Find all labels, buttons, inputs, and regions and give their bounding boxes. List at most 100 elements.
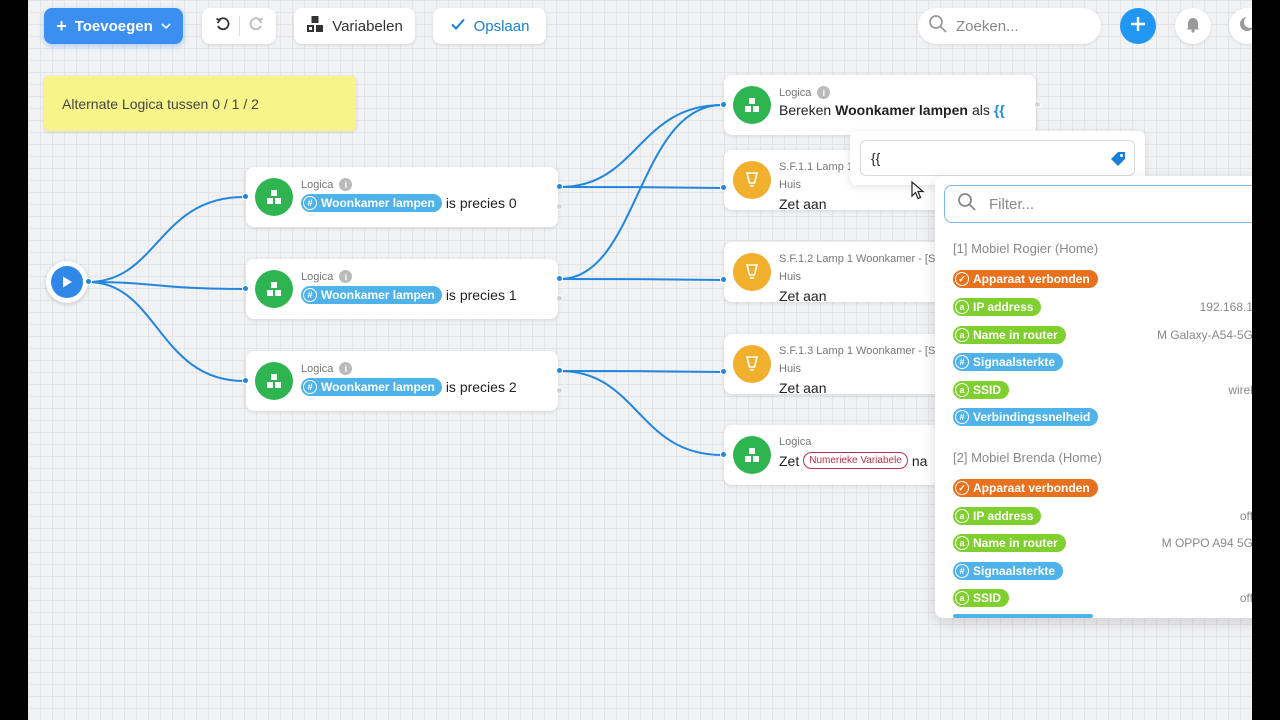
info-icon[interactable]: i xyxy=(339,178,353,191)
node-action: Zet aan xyxy=(779,380,827,396)
node-subtitle: Huis xyxy=(779,363,802,375)
node-title: Logica xyxy=(779,86,812,99)
list-item[interactable]: #Signaalsterkte xyxy=(953,352,1252,372)
lamp-node-3[interactable]: S.F.1.3 Lamp 1 Woonkamer - [S] Huis Zet … xyxy=(724,334,954,396)
node-action: Zet aan xyxy=(779,196,827,212)
output-port-true[interactable] xyxy=(556,183,563,190)
variable-tag[interactable]: # Woonkamer lampen xyxy=(301,194,442,212)
property-label: IP address xyxy=(973,509,1034,523)
variables-icon xyxy=(306,15,324,37)
search-input[interactable]: Zoeken... xyxy=(918,8,1101,44)
redo-icon[interactable] xyxy=(248,16,264,36)
node-braces: {{ xyxy=(993,102,1005,118)
output-port[interactable] xyxy=(85,278,92,285)
info-icon[interactable]: i xyxy=(339,362,353,375)
input-port[interactable] xyxy=(720,276,727,283)
token-input[interactable]: {{ xyxy=(860,140,1135,176)
token-input-value: {{ xyxy=(871,150,881,166)
node-text-prefix: Bereken xyxy=(779,102,832,118)
input-port[interactable] xyxy=(720,184,727,191)
filter-input[interactable]: Filter... xyxy=(944,185,1252,223)
lamp-node-2[interactable]: S.F.1.2 Lamp 1 Woonkamer - [S] Huis Zet … xyxy=(724,242,954,304)
property-value: off xyxy=(1239,509,1252,523)
node-title: S.F.1.1 Lamp 1 xyxy=(779,161,853,173)
output-port-false[interactable] xyxy=(556,295,563,302)
input-port[interactable] xyxy=(242,193,249,200)
output-port-false[interactable] xyxy=(556,203,563,210)
search-icon xyxy=(957,192,977,216)
sticky-note[interactable]: Alternate Logica tussen 0 / 1 / 2 xyxy=(44,76,356,131)
sticky-note-text: Alternate Logica tussen 0 / 1 / 2 xyxy=(62,95,259,112)
property-label: SSID xyxy=(973,591,1002,605)
info-icon[interactable]: i xyxy=(817,86,831,99)
output-port-false[interactable] xyxy=(556,387,563,394)
check-icon: ✓ xyxy=(955,481,969,495)
property-label: Name in router xyxy=(973,536,1058,550)
logic-icon xyxy=(255,362,293,400)
list-item[interactable]: #Signaalsterkte xyxy=(953,561,1252,581)
node-condition: is precies 2 xyxy=(445,379,517,395)
output-port-true[interactable] xyxy=(556,275,563,282)
input-port[interactable] xyxy=(720,368,727,375)
text-type-icon: a xyxy=(955,383,969,397)
undo-icon[interactable] xyxy=(215,16,231,36)
text-type-icon: a xyxy=(955,300,969,314)
list-item[interactable]: ✓ Apparaat verbonden xyxy=(953,478,1252,498)
hash-icon: # xyxy=(303,380,317,394)
input-port[interactable] xyxy=(720,101,727,108)
number-type-icon: # xyxy=(955,355,969,369)
search-placeholder: Zoeken... xyxy=(956,17,1019,35)
add-button[interactable]: + Toevoegen xyxy=(44,8,183,44)
input-port[interactable] xyxy=(242,285,249,292)
node-subtitle: Huis xyxy=(779,271,802,283)
output-port-true[interactable] xyxy=(556,367,563,374)
device-group-title: [2] Mobiel Brenda (Home) xyxy=(953,450,1102,465)
property-chip: #Signaalsterkte xyxy=(953,562,1064,580)
node-title: Logica xyxy=(779,436,812,448)
create-button[interactable] xyxy=(1120,8,1156,44)
lightbulb-icon xyxy=(733,345,771,383)
mouse-cursor-icon xyxy=(911,180,925,206)
set-variable-node[interactable]: Logica Zet Numerieke Variabele na xyxy=(724,425,954,485)
notifications-button[interactable] xyxy=(1175,8,1211,44)
start-trigger-node[interactable] xyxy=(46,261,88,303)
variable-tag[interactable]: #Woonkamer lampen xyxy=(301,378,442,396)
tag-icon[interactable] xyxy=(1110,151,1126,170)
property-value: 192.168.1 xyxy=(1199,300,1252,314)
input-port[interactable] xyxy=(720,451,727,458)
variable-tag-label: Woonkamer lampen xyxy=(321,196,435,210)
variables-button[interactable]: Variabelen xyxy=(294,8,415,44)
hash-icon: # xyxy=(303,196,317,210)
token-dropdown: Filter... [1] Mobiel Rogier (Home) ✓Appa… xyxy=(935,176,1252,618)
node-title: S.F.1.3 Lamp 1 Woonkamer - [S] xyxy=(779,345,939,357)
variable-tag[interactable]: #Woonkamer lampen xyxy=(301,286,442,304)
property-label: Name in router xyxy=(973,328,1058,342)
property-label: Apparaat verbonden xyxy=(973,481,1090,495)
numeric-variable-tag[interactable]: Numerieke Variabele xyxy=(803,452,908,469)
info-icon[interactable]: i xyxy=(339,270,353,283)
list-item[interactable]: #Verbindingssnelheid xyxy=(953,407,1252,427)
save-button[interactable]: Opslaan xyxy=(433,8,546,44)
theme-toggle-button[interactable] xyxy=(1229,8,1252,44)
divider xyxy=(238,16,240,36)
node-condition: is precies 1 xyxy=(445,287,517,303)
flow-canvas[interactable]: + Toevoegen Variabelen Opslaan Zoeken... xyxy=(28,0,1252,720)
node-action: Zet aan xyxy=(779,288,827,304)
node-title: Logica xyxy=(301,178,334,191)
input-port[interactable] xyxy=(242,377,249,384)
output-port[interactable] xyxy=(1034,101,1041,108)
logic-icon xyxy=(255,178,293,216)
list-item[interactable]: ✓Apparaat verbonden xyxy=(953,269,1252,289)
property-value: M Galaxy-A54-5G xyxy=(1156,328,1252,342)
